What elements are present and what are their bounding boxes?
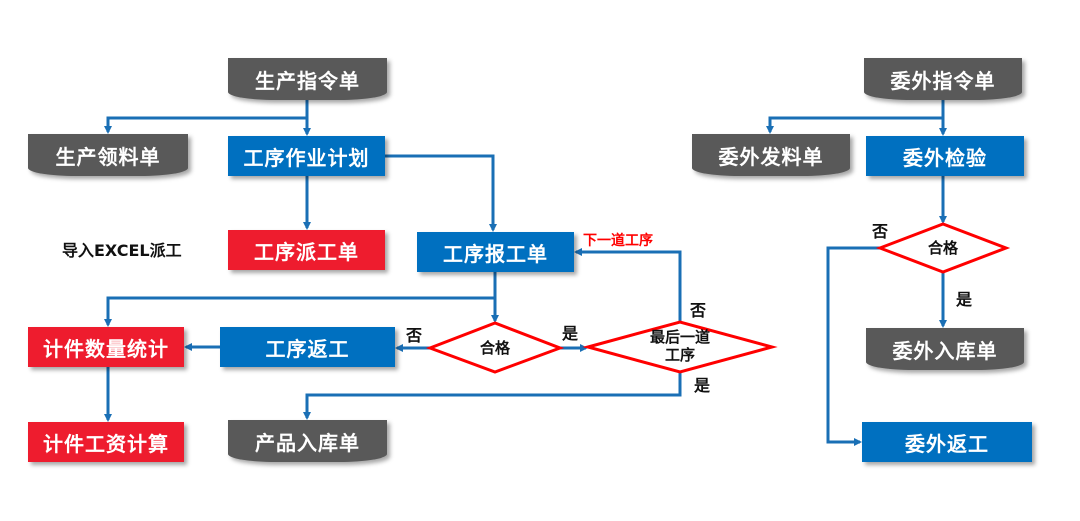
rework-box: 工序返工 xyxy=(220,327,395,367)
outsource-qualified-diamond xyxy=(875,222,1011,274)
process-report-label: 工序报工单 xyxy=(443,241,548,266)
outsource-inspection-label: 委外检验 xyxy=(903,145,987,170)
outsource-order-box: 委外指令单 xyxy=(864,58,1022,100)
material-requisition-label: 生产领料单 xyxy=(55,144,161,169)
outsource-no-label: 否 xyxy=(872,222,889,241)
arrow-plan-to-report xyxy=(385,154,497,232)
piece-count-box: 计件数量统计 xyxy=(28,327,184,367)
arrow-last-yes-to-storage xyxy=(303,372,682,420)
production-order-box: 生产指令单 xyxy=(228,58,387,100)
last-process-label: 最后一道工序 xyxy=(649,328,710,364)
outsource-yes-label: 是 xyxy=(956,290,973,309)
arrow-outsource-to-material xyxy=(766,116,943,134)
material-requisition-box: 生产领料单 xyxy=(28,134,188,176)
outsource-inspection-box: 委外检验 xyxy=(866,136,1024,176)
piece-count-label: 计件数量统计 xyxy=(43,336,169,361)
outsource-storage-box: 委外入库单 xyxy=(866,328,1024,370)
next-process-label: 下一道工序 xyxy=(583,233,653,249)
dispatch-order-label: 工序派工单 xyxy=(254,239,359,264)
outsource-material-label: 委外发料单 xyxy=(718,144,824,169)
piece-wage-box: 计件工资计算 xyxy=(28,422,184,462)
qualified-diamond xyxy=(425,321,565,374)
piece-wage-label: 计件工资计算 xyxy=(43,431,169,456)
import-excel-label: 导入EXCEL派工 xyxy=(62,241,182,260)
dispatch-order-box: 工序派工单 xyxy=(228,230,385,270)
product-storage-box: 产品入库单 xyxy=(228,420,387,462)
outsource-qualified-label: 合格 xyxy=(927,239,958,257)
process-plan-label: 工序作业计划 xyxy=(243,145,370,170)
rework-label: 工序返工 xyxy=(265,336,350,361)
arrow-order-to-material xyxy=(104,116,307,134)
production-order-label: 生产指令单 xyxy=(255,68,360,93)
process-report-box: 工序报工单 xyxy=(417,232,574,272)
yes-label-last: 是 xyxy=(562,324,579,343)
process-plan-box: 工序作业计划 xyxy=(228,136,385,176)
arrow-no-to-outsource-rework xyxy=(826,246,880,446)
no-label-next: 否 xyxy=(690,301,707,320)
outsource-material-box: 委外发料单 xyxy=(692,134,850,176)
last-process-diamond xyxy=(582,320,778,374)
outsource-order-label: 委外指令单 xyxy=(890,68,996,93)
outsource-storage-label: 委外入库单 xyxy=(892,338,998,363)
qualified-label: 合格 xyxy=(479,339,510,357)
arrow-report-to-count xyxy=(104,296,495,327)
yes-label-storage: 是 xyxy=(694,376,711,395)
arrow-last-no-to-report xyxy=(574,248,682,322)
outsource-rework-box: 委外返工 xyxy=(862,422,1032,462)
outsource-rework-label: 委外返工 xyxy=(905,431,989,456)
product-storage-label: 产品入库单 xyxy=(255,430,360,455)
no-label-rework: 否 xyxy=(406,326,423,345)
